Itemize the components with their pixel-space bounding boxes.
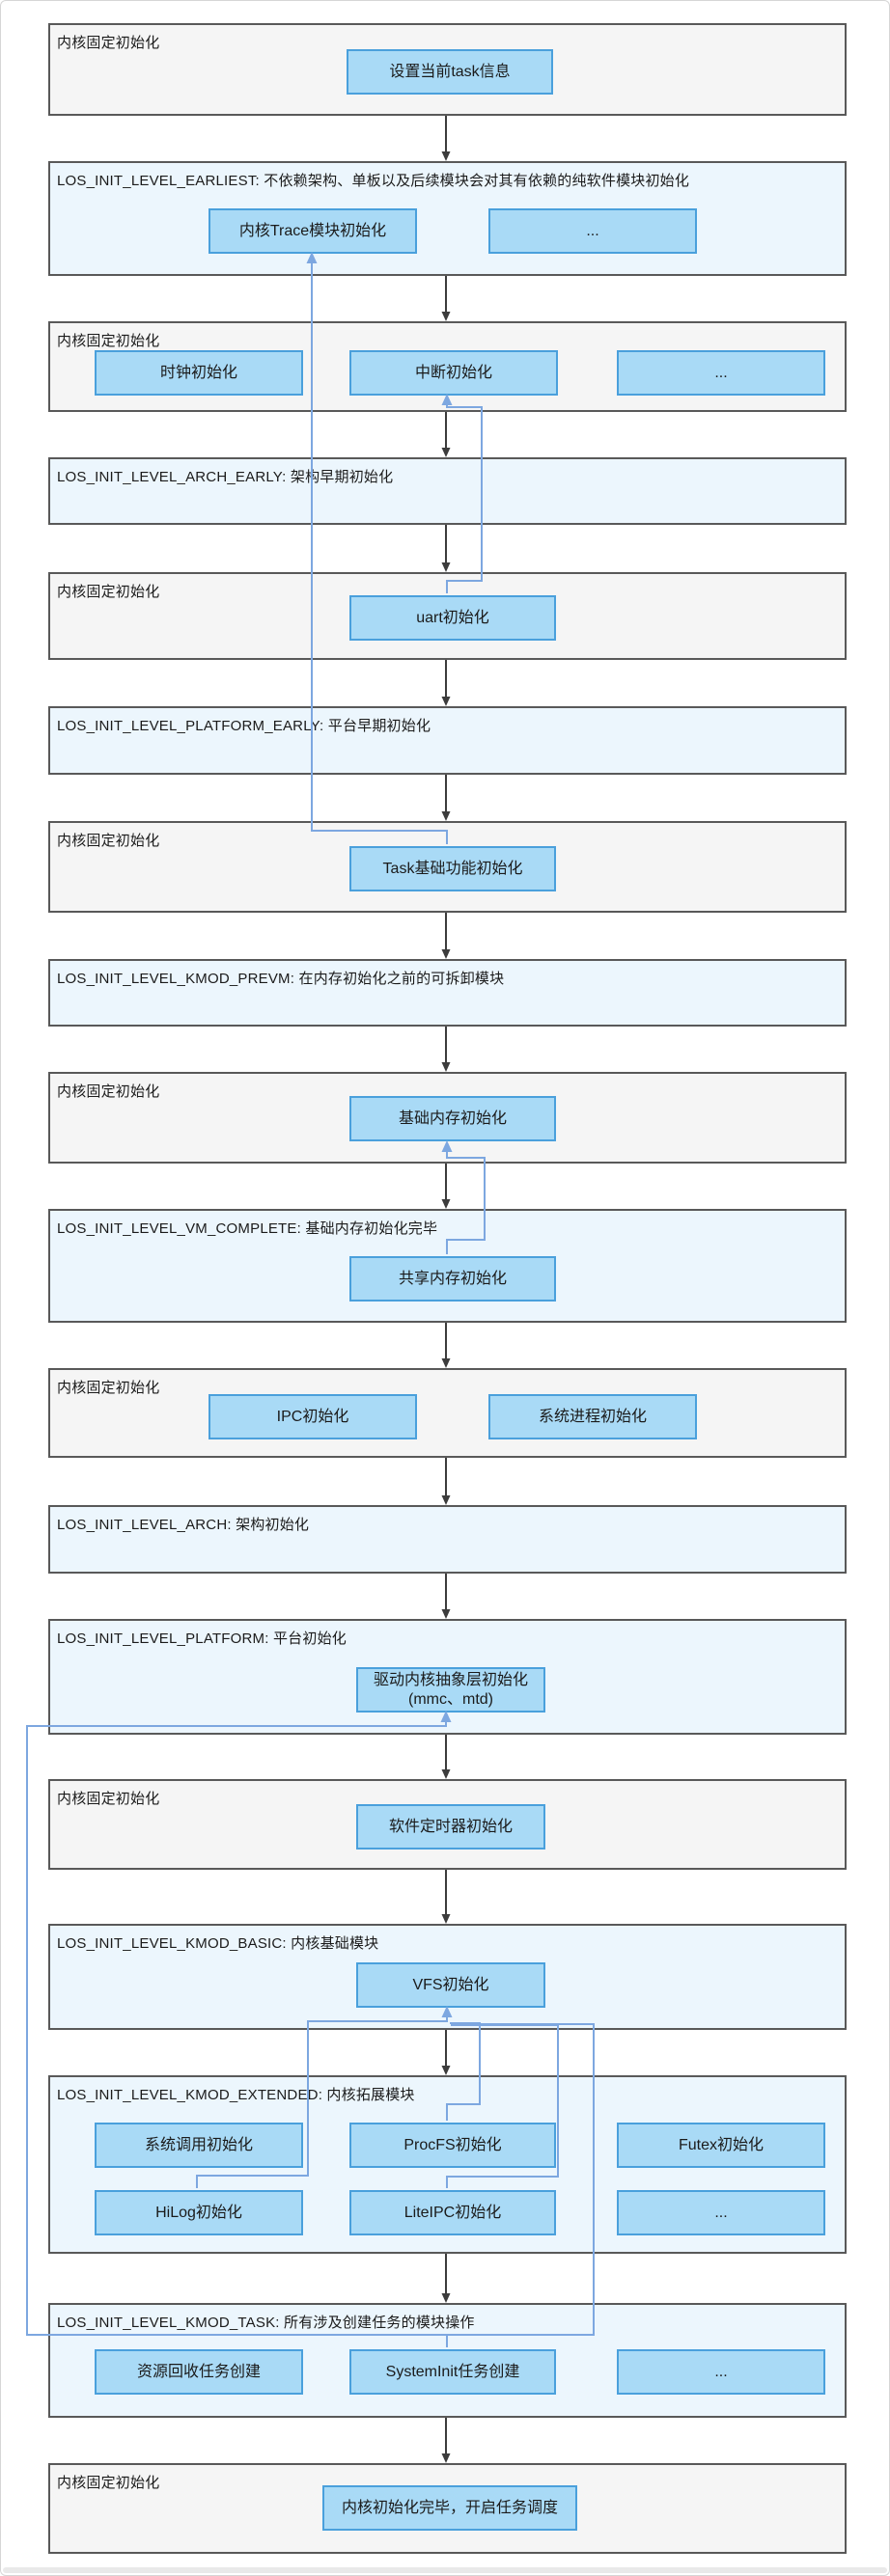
section-title: 内核固定初始化 [57,35,160,51]
box-system-process-init: 系统进程初始化 [488,1394,697,1439]
box-syscall-init: 系统调用初始化 [95,2123,303,2168]
section-title: 内核固定初始化 [57,833,160,849]
section-kernel-fixed-init-4: 内核固定初始化 Task基础功能初始化 [48,821,847,913]
box-systeminit-task-create: SystemInit任务创建 [349,2349,556,2395]
box-interrupt-init: 中断初始化 [349,350,558,396]
section-kernel-fixed-init-5: 内核固定初始化 基础内存初始化 [48,1072,847,1164]
box-vfs-init: VFS初始化 [356,1962,545,2008]
section-title: LOS_INIT_LEVEL_ARCH: 架构初始化 [57,1517,310,1533]
section-los-init-level-platform: LOS_INIT_LEVEL_PLATFORM: 平台初始化 驱动内核抽象层初始… [48,1619,847,1735]
section-kernel-fixed-init-8: 内核固定初始化 内核初始化完毕，开启任务调度 [48,2463,847,2554]
section-title: 内核固定初始化 [57,584,160,600]
section-title: LOS_INIT_LEVEL_KMOD_PREVM: 在内存初始化之前的可拆卸模… [57,971,505,987]
section-los-init-level-kmod-basic: LOS_INIT_LEVEL_KMOD_BASIC: 内核基础模块 VFS初始化 [48,1924,847,2030]
section-kernel-fixed-init-1: 内核固定初始化 设置当前task信息 [48,23,847,116]
section-title: 内核固定初始化 [57,2475,160,2491]
section-los-init-level-kmod-task: LOS_INIT_LEVEL_KMOD_TASK: 所有涉及创建任务的模块操作 … [48,2303,847,2418]
section-los-init-level-arch: LOS_INIT_LEVEL_ARCH: 架构初始化 [48,1505,847,1574]
section-title: LOS_INIT_LEVEL_VM_COMPLETE: 基础内存初始化完毕 [57,1220,438,1237]
section-los-init-level-kmod-prevm: LOS_INIT_LEVEL_KMOD_PREVM: 在内存初始化之前的可拆卸模… [48,959,847,1027]
box-liteipc-init: LiteIPC初始化 [349,2190,556,2235]
section-kernel-fixed-init-7: 内核固定初始化 软件定时器初始化 [48,1779,847,1870]
section-kernel-fixed-init-2: 内核固定初始化 时钟初始化 中断初始化 ... [48,321,847,412]
box-futex-init: Futex初始化 [617,2123,825,2168]
section-los-init-level-vm-complete: LOS_INIT_LEVEL_VM_COMPLETE: 基础内存初始化完毕 共享… [48,1209,847,1323]
section-title: LOS_INIT_LEVEL_EARLIEST: 不依赖架构、单板以及后续模块会… [57,173,690,189]
section-kernel-fixed-init-6: 内核固定初始化 IPC初始化 系统进程初始化 [48,1368,847,1458]
box-resource-recycle-task-create: 资源回收任务创建 [95,2349,303,2395]
section-title: LOS_INIT_LEVEL_KMOD_TASK: 所有涉及创建任务的模块操作 [57,2315,475,2331]
box-shared-memory-init: 共享内存初始化 [349,1256,556,1302]
box-hilog-init: HiLog初始化 [95,2190,303,2235]
section-title: LOS_INIT_LEVEL_KMOD_EXTENDED: 内核拓展模块 [57,2087,415,2103]
box-software-timer-init: 软件定时器初始化 [356,1804,545,1850]
box-ellipsis: ... [617,2190,825,2235]
page-bottom-bar [3,2567,887,2573]
box-clock-init: 时钟初始化 [95,350,303,396]
section-title: 内核固定初始化 [57,1083,160,1100]
box-kernel-init-done-start-scheduling: 内核初始化完毕，开启任务调度 [322,2485,577,2531]
section-los-init-level-arch-early: LOS_INIT_LEVEL_ARCH_EARLY: 架构早期初始化 [48,457,847,525]
box-kernel-trace-module-init: 内核Trace模块初始化 [209,208,417,254]
section-title: 内核固定初始化 [57,333,160,349]
box-driver-kernel-abstract-layer-init: 驱动内核抽象层初始化(mmc、mtd) [356,1667,545,1713]
box-uart-init: uart初始化 [349,595,556,641]
section-title: 内核固定初始化 [57,1380,160,1396]
section-los-init-level-kmod-extended: LOS_INIT_LEVEL_KMOD_EXTENDED: 内核拓展模块 系统调… [48,2075,847,2254]
section-los-init-level-platform-early: LOS_INIT_LEVEL_PLATFORM_EARLY: 平台早期初始化 [48,706,847,775]
section-kernel-fixed-init-3: 内核固定初始化 uart初始化 [48,572,847,660]
box-ipc-init: IPC初始化 [209,1394,417,1439]
section-title: LOS_INIT_LEVEL_ARCH_EARLY: 架构早期初始化 [57,469,394,485]
section-title: 内核固定初始化 [57,1791,160,1807]
box-procfs-init: ProcFS初始化 [349,2123,556,2168]
box-ellipsis: ... [488,208,697,254]
box-ellipsis: ... [617,350,825,396]
section-title: LOS_INIT_LEVEL_PLATFORM_EARLY: 平台早期初始化 [57,718,431,734]
box-task-basic-init: Task基础功能初始化 [349,846,556,891]
box-set-current-task-info: 设置当前task信息 [347,49,553,95]
box-ellipsis: ... [617,2349,825,2395]
box-basic-memory-init: 基础内存初始化 [349,1096,556,1141]
section-title: LOS_INIT_LEVEL_PLATFORM: 平台初始化 [57,1631,347,1647]
section-title: LOS_INIT_LEVEL_KMOD_BASIC: 内核基础模块 [57,1935,379,1952]
section-los-init-level-earliest: LOS_INIT_LEVEL_EARLIEST: 不依赖架构、单板以及后续模块会… [48,161,847,276]
